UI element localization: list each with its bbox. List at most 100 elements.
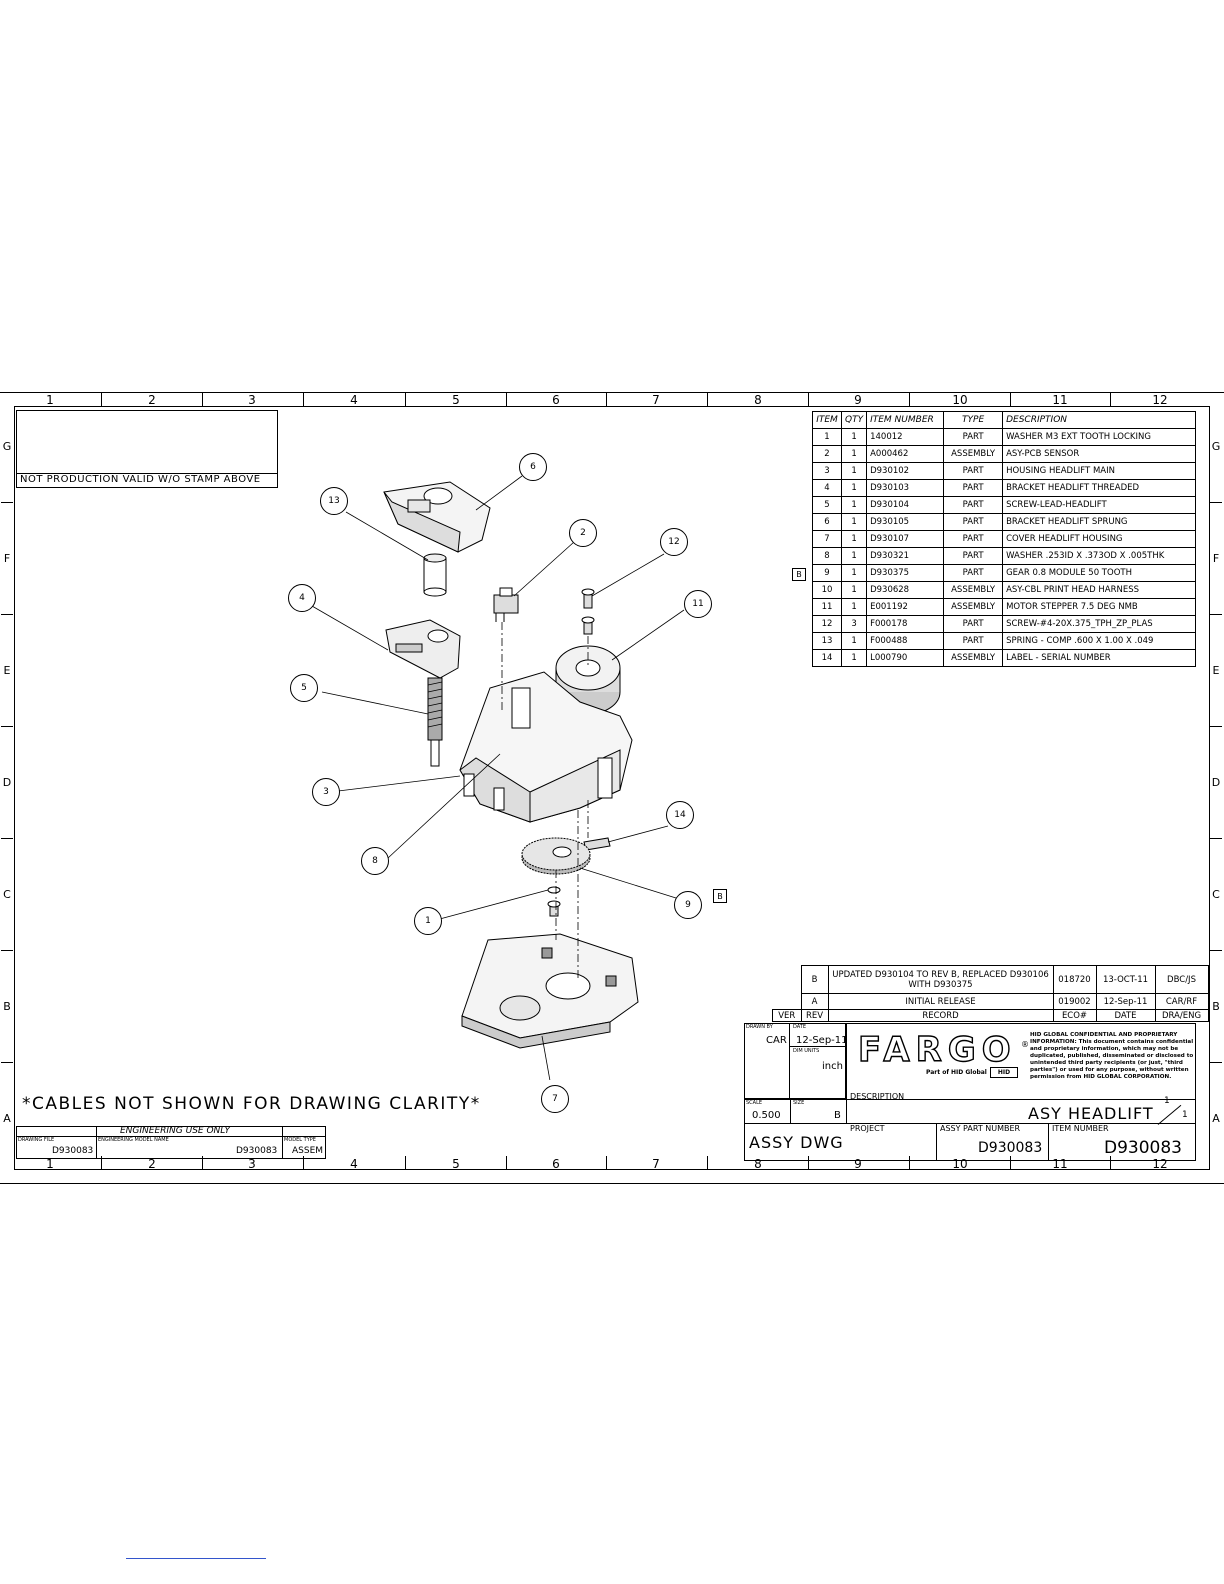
lead-screw-part (427, 677, 443, 767)
bracket-sprung-part (383, 481, 491, 553)
bom-description: MOTOR STEPPER 7.5 DEG NMB (1002, 598, 1197, 616)
title-block (744, 1023, 1196, 1161)
bom-qty: 1 (840, 462, 868, 480)
zone-number: 8 (754, 393, 762, 407)
bom-header-qty: QTY (840, 411, 868, 429)
project-label: PROJECT (850, 1124, 885, 1133)
main-housing-part (459, 671, 633, 823)
zone-number: 4 (350, 393, 358, 407)
bom-description: SCREW-LEAD-HEADLIFT (1002, 496, 1197, 514)
zone-letter: C (3, 888, 11, 901)
drawn-date: 12-Sep-11 (796, 1035, 848, 1046)
bom-description: WASHER .253ID X .373OD X .005THK (1002, 547, 1197, 565)
bom-item-number: D930102 (866, 462, 945, 480)
bom-description: SCREW-#4-20X.375_TPH_ZP_PLAS (1002, 615, 1197, 633)
zone-divider (1, 502, 13, 503)
bom-qty: 1 (840, 496, 868, 514)
bom-description: COVER HEADLIFT HOUSING (1002, 530, 1197, 548)
bom-qty: 1 (840, 598, 868, 616)
model-name-label: ENGINEERING MODEL NAME (98, 1137, 169, 1143)
bom-item: 1 (812, 428, 842, 446)
zone-divider (808, 392, 809, 406)
bom-item-number: D930103 (866, 479, 945, 497)
rev-header-rev: REV (800, 1009, 829, 1022)
bom-item: 10 (812, 581, 842, 599)
drawn-by-col (744, 1023, 790, 1099)
bom-item-number: D930104 (866, 496, 945, 514)
zone-divider (1, 726, 13, 727)
revision-table: B UPDATED D930104 TO REV B, REPLACED D93… (772, 965, 1209, 1022)
bom-item-number: D930105 (866, 513, 945, 531)
model-name: D930083 (236, 1146, 278, 1156)
rev-header-record: RECORD (827, 1009, 1054, 1022)
bom-description: ASY-CBL PRINT HEAD HARNESS (1002, 581, 1197, 599)
zone-number: 2 (148, 393, 156, 407)
bom-type: ASSEMBLY (943, 598, 1004, 616)
zone-divider (909, 1156, 910, 1170)
bom-rev-flag: B (792, 568, 806, 581)
page-link-underline[interactable] (126, 1558, 266, 1559)
item-number-value: D930083 (1104, 1138, 1182, 1158)
balloon-4: 4 (288, 584, 316, 612)
zone-divider (707, 1156, 708, 1170)
bom-description: GEAR 0.8 MODULE 50 TOOTH (1002, 564, 1197, 582)
pcb-sensor-part (493, 587, 519, 622)
fargo-logo: FARGO (857, 1029, 1017, 1070)
zone-number: 9 (854, 1157, 862, 1171)
balloon-11: 11 (684, 590, 712, 618)
bom-type: PART (943, 615, 1004, 633)
zone-divider (101, 392, 102, 406)
zone-divider (202, 392, 203, 406)
bom-item: 4 (812, 479, 842, 497)
zone-divider (506, 1156, 507, 1170)
rev-b-eng: DBC/JS (1154, 965, 1209, 994)
bom-item: 14 (812, 649, 842, 667)
bom-qty: 1 (840, 564, 868, 582)
zone-divider (707, 392, 708, 406)
bom-item-number: 140012 (866, 428, 945, 446)
balloon-9: 9 (674, 891, 702, 919)
balloon-14: 14 (666, 801, 694, 829)
zone-divider (1210, 838, 1222, 839)
title-left-upper (744, 1023, 846, 1099)
drawing-border (14, 406, 1210, 1170)
bom-item-number: D930628 (866, 581, 945, 599)
bom-description: SPRING - COMP .600 X 1.00 X .049 (1002, 632, 1197, 650)
bom-item-number: D930107 (866, 530, 945, 548)
zone-number: 9 (854, 393, 862, 407)
description-value: ASY HEADLIFT (1028, 1104, 1154, 1123)
zone-letter: A (1212, 1112, 1220, 1125)
stamp-note: NOT PRODUCTION VALID W/O STAMP ABOVE (20, 474, 261, 485)
bom-type: PART (943, 462, 1004, 480)
date-label: DATE (793, 1024, 807, 1030)
scale-value: 0.500 (752, 1110, 781, 1121)
bom-header-description: DESCRIPTION (1002, 411, 1197, 429)
zone-divider (1210, 726, 1222, 727)
zone-number: 5 (452, 393, 460, 407)
bom-qty: 1 (840, 581, 868, 599)
zone-number: 12 (1152, 393, 1168, 407)
bom-item: 9 (812, 564, 842, 582)
zone-number: 7 (652, 393, 660, 407)
zone-divider (606, 1156, 607, 1170)
scale-label: SCALE (746, 1100, 763, 1106)
rev-b-eco: 018720 (1052, 965, 1097, 994)
bom-type: PART (943, 513, 1004, 531)
zone-divider (1210, 502, 1222, 503)
engineering-block (16, 1126, 326, 1159)
document-type: ASSY DWG (749, 1133, 844, 1152)
zone-letter: A (3, 1112, 11, 1125)
bom-description: ASY-PCB SENSOR (1002, 445, 1197, 463)
description-label: DESCRIPTION (850, 1092, 905, 1101)
bom-header-type: TYPE (943, 411, 1004, 429)
zone-divider (202, 1156, 203, 1170)
rev-a-letter: A (800, 993, 829, 1010)
